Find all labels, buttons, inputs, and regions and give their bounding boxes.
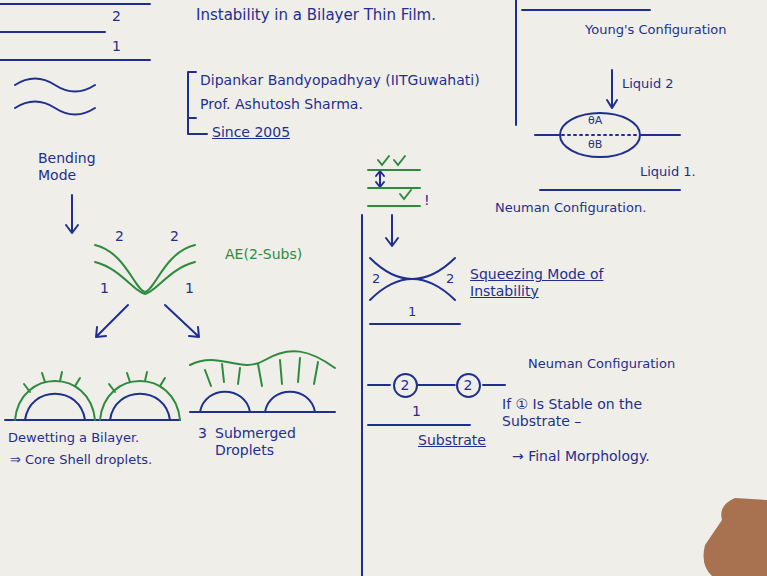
- substrate-line: [540, 189, 680, 191]
- layer-line: [0, 3, 150, 5]
- result-label: ⇒ Core Shell droplets.: [10, 452, 152, 468]
- angle-label: θA: [588, 114, 602, 127]
- node-text: 2: [464, 377, 473, 394]
- mode-label: Squeezing Mode of Instability: [470, 266, 620, 300]
- bent-layer: [95, 262, 195, 294]
- substrate-line: [5, 419, 180, 421]
- title: Instability in a Bilayer Thin Film.: [196, 6, 436, 24]
- top-layer: [190, 351, 335, 368]
- double-arrow: [376, 171, 384, 187]
- down-arrow: [607, 70, 617, 108]
- connector-line: [418, 384, 456, 386]
- down-arrow: [66, 195, 78, 233]
- branch-arrow: [96, 305, 128, 337]
- year-note: Since 2005: [212, 124, 290, 141]
- layer-number: 2: [112, 8, 121, 25]
- circle-node: 2: [393, 373, 418, 398]
- condition-note: If ① Is Stable on the Substrate –: [502, 396, 667, 430]
- divider-line: [361, 215, 363, 576]
- layer-number: 2: [446, 271, 454, 287]
- submerged-droplet: [265, 392, 315, 412]
- layer-number: 1: [412, 403, 421, 420]
- circle-node: 2: [456, 373, 481, 398]
- substrate-label: Substrate: [418, 432, 486, 449]
- liquid-label: Liquid 1.: [640, 164, 696, 180]
- interface-line: [368, 384, 505, 386]
- callout-number: 3: [198, 425, 207, 442]
- wavy-layer: [15, 102, 95, 115]
- layer-line: [522, 9, 650, 11]
- author-note: Dipankar Bandyopadhyay (IITGuwahati): [200, 72, 480, 89]
- layer-number: 1: [100, 280, 109, 297]
- hand: [704, 498, 767, 576]
- energy-note: AE(2-Subs): [225, 246, 302, 263]
- angle-label: θB: [588, 138, 602, 151]
- check-mark: [378, 156, 411, 199]
- lens-droplet: [560, 113, 640, 157]
- liquid-label: Liquid 2: [622, 76, 674, 92]
- hatching: [205, 358, 318, 386]
- squeezed-layer: [370, 279, 455, 300]
- layer-number: 1: [185, 280, 194, 297]
- interface-line: [535, 134, 680, 136]
- result-label: → Final Morphology.: [512, 448, 650, 465]
- layer-number: 2: [170, 228, 179, 245]
- layer-line: [0, 31, 105, 33]
- result-label: Dewetting a Bilayer.: [8, 430, 139, 446]
- layer-number: 1: [112, 38, 121, 55]
- layer-number: 1: [408, 304, 416, 320]
- submerged-droplet: [200, 392, 250, 412]
- layer-line: [368, 170, 420, 206]
- substrate-line: [368, 424, 470, 426]
- configuration-label: Neuman Configuration: [528, 356, 675, 372]
- layer-number: 2: [372, 271, 380, 287]
- layer-number: 2: [115, 228, 124, 245]
- result-label: Submerged Droplets: [215, 425, 315, 459]
- dotted-line: [562, 134, 638, 136]
- substrate-line: [190, 411, 335, 413]
- hatching: [24, 372, 165, 392]
- droplet-core: [110, 394, 170, 420]
- droplet-core: [25, 394, 85, 420]
- bracket: [188, 72, 196, 118]
- substrate-line: [370, 323, 460, 325]
- configuration-label: Neuman Configuration.: [495, 200, 646, 216]
- node-text: 2: [401, 377, 410, 394]
- author-note: Prof. Ashutosh Sharma.: [200, 96, 363, 113]
- configuration-label: Young's Configuration: [585, 22, 727, 38]
- branch-arrow: [165, 305, 199, 337]
- divider-line: [515, 0, 517, 125]
- mark-note: !: [424, 192, 430, 209]
- squeezed-layer: [370, 258, 455, 279]
- down-arrow: [386, 215, 398, 246]
- wavy-layer: [15, 79, 95, 92]
- mode-label: Bending Mode: [38, 150, 110, 184]
- layer-line: [0, 59, 150, 61]
- bracket-arrow: [188, 118, 207, 134]
